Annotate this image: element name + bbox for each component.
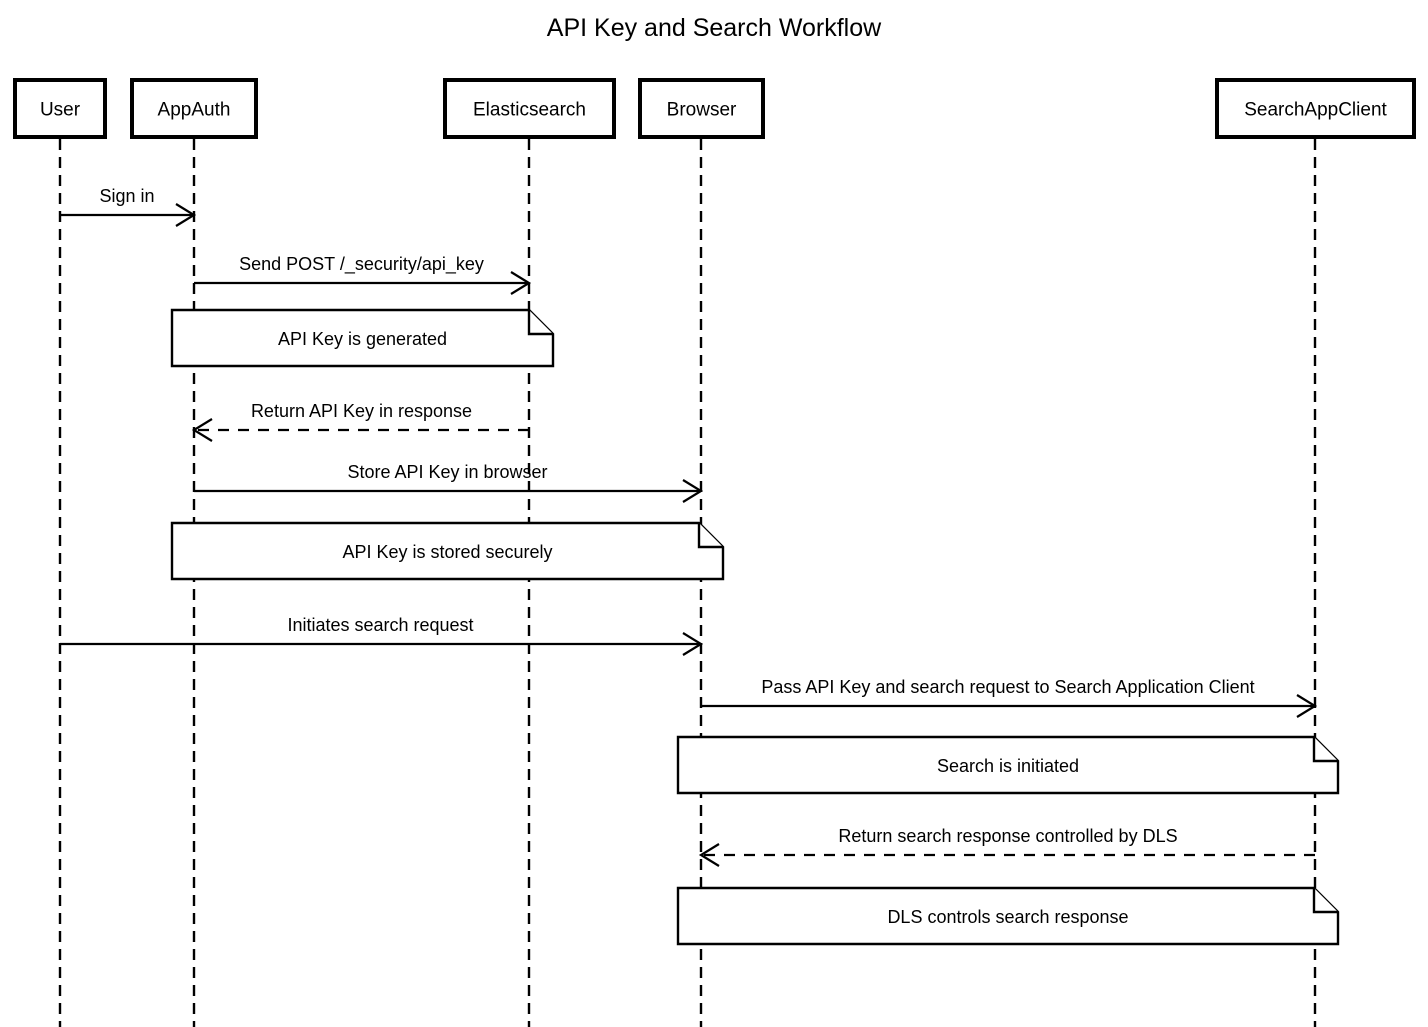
note-n4[interactable]: DLS controls search response (676, 886, 1340, 946)
message-label-m7: Return search response controlled by DLS (838, 826, 1177, 846)
participant-box-appauth (130, 78, 258, 139)
message-m4[interactable]: Store API Key in browser (194, 462, 704, 503)
note-body-n4 (676, 886, 1340, 946)
note-body-n2 (170, 521, 725, 581)
participants-layer: User AppAuth Elasticsearch Browser SearchApp… (13, 78, 1416, 139)
note-fold-n1 (527, 310, 553, 336)
note-body-n3 (676, 735, 1340, 795)
message-m2[interactable]: Send POST /_security/api_key (194, 254, 532, 295)
participant-box-user (13, 78, 107, 139)
participant-label-appclient: SearchAppClient (1244, 100, 1387, 121)
message-m3[interactable]: Return API Key in response (191, 401, 529, 442)
message-arrowhead-m7 (698, 843, 720, 867)
note-fold-n2 (697, 523, 723, 549)
note-label-n4: DLS controls search response (887, 907, 1128, 927)
page-title: API Key and Search Workflow (547, 14, 882, 42)
message-arrowhead-m1 (175, 203, 197, 227)
participant-box-browser (638, 78, 765, 139)
participant-label-appauth: AppAuth (158, 100, 231, 121)
note-label-n1: API Key is generated (278, 329, 447, 349)
participant-box-elastic (443, 78, 616, 139)
participant-user[interactable]: User (13, 78, 107, 139)
message-m7[interactable]: Return search response controlled by DLS (698, 826, 1315, 867)
message-m1[interactable]: Sign in (60, 186, 197, 227)
participant-label-browser: Browser (667, 100, 737, 121)
participant-appauth[interactable]: AppAuth (130, 78, 258, 139)
note-label-n3: Search is initiated (937, 756, 1079, 776)
note-fold-n3 (1312, 737, 1338, 763)
message-arrowhead-m3 (191, 418, 213, 442)
participant-label-elastic: Elasticsearch (473, 100, 586, 121)
message-m5[interactable]: Initiates search request (60, 615, 704, 656)
message-label-m5: Initiates search request (287, 615, 473, 635)
note-n3[interactable]: Search is initiated (676, 735, 1340, 795)
note-fold-n4 (1312, 888, 1338, 914)
note-body-n1 (170, 308, 555, 368)
participant-appclient[interactable]: SearchAppClient (1215, 78, 1416, 139)
message-label-m2: Send POST /_security/api_key (239, 254, 484, 275)
participant-box-appclient (1215, 78, 1416, 139)
participant-browser[interactable]: Browser (638, 78, 765, 139)
participant-elastic[interactable]: Elasticsearch (443, 78, 616, 139)
message-label-m4: Store API Key in browser (347, 462, 547, 482)
message-arrowhead-m5 (682, 632, 704, 656)
message-arrowhead-m2 (510, 271, 532, 295)
participant-label-user: User (40, 100, 81, 121)
message-arrowhead-m6 (1296, 694, 1318, 718)
message-arrowhead-m4 (682, 479, 704, 503)
message-m6[interactable]: Pass API Key and search request to Searc… (701, 677, 1318, 718)
note-n1[interactable]: API Key is generated (170, 308, 555, 368)
message-label-m6: Pass API Key and search request to Searc… (761, 677, 1254, 697)
messages-layer: Sign in Send POST /_security/api_keyRetur… (60, 186, 1318, 867)
note-label-n2: API Key is stored securely (342, 542, 552, 562)
lifelines-layer (58, 139, 1317, 1027)
message-label-m1: Sign in (99, 186, 154, 206)
note-n2[interactable]: API Key is stored securely (170, 521, 725, 581)
message-label-m3: Return API Key in response (251, 401, 472, 421)
